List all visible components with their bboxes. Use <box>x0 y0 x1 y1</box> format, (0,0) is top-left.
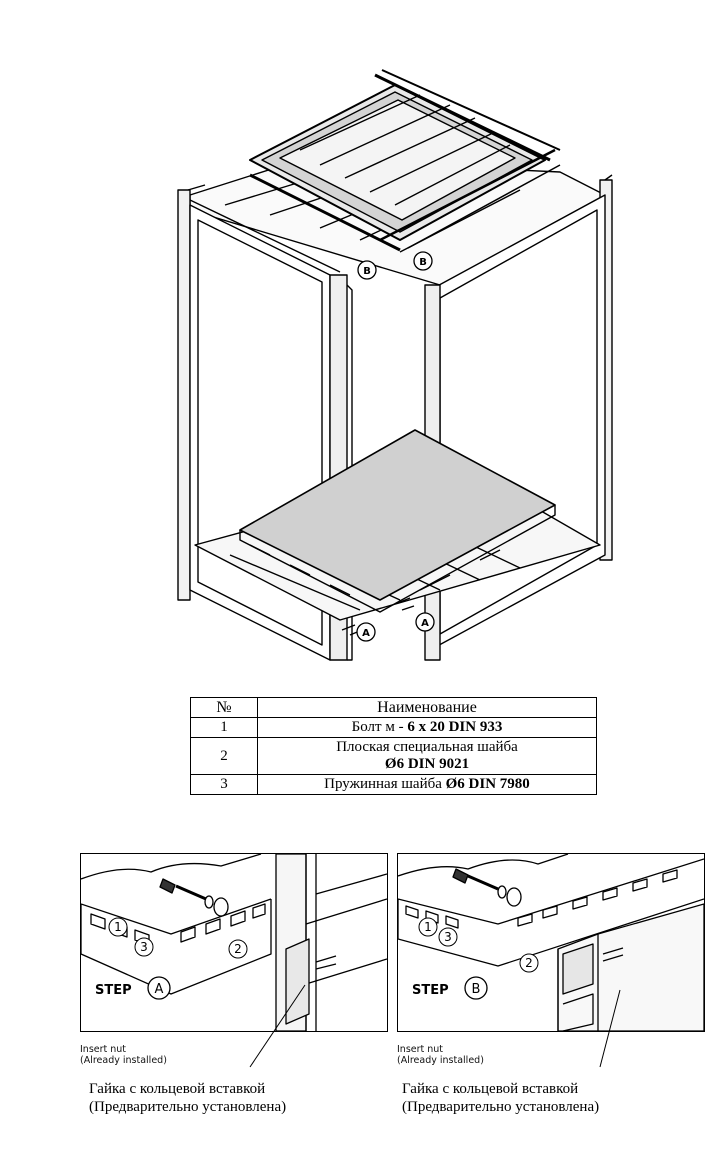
part-label-2: 2 <box>234 942 242 956</box>
row-name-spec: Ø6 DIN 7980 <box>445 776 530 792</box>
step-b-detail-panel: 1 3 2 STEP B <box>397 853 705 1032</box>
callout-a-left: A <box>356 622 376 642</box>
callout-a-right: A <box>415 612 435 632</box>
insert-nut-ru-a: Гайка с кольцевой вставкой <box>89 1081 266 1097</box>
row-name-text: Пружинная шайба <box>324 776 446 792</box>
insert-nut-caption-b: Insert nut (Already installed) <box>397 1044 484 1066</box>
row-name-spec: Ø6 DIN 9021 <box>384 756 470 772</box>
insert-nut-ru-caption-b: Гайка с кольцевой вставкой (Предваритель… <box>402 1080 599 1116</box>
row-number: 2 <box>190 737 258 775</box>
part-label-1: 1 <box>424 920 432 934</box>
part-label-1: 1 <box>114 920 122 934</box>
preinstalled-ru-a: (Предварительно установлена) <box>89 1099 287 1115</box>
callout-a-right-label: A <box>421 618 429 629</box>
callout-b-left: B <box>357 260 377 280</box>
step-b-letter: B <box>472 982 481 997</box>
insert-nut-ru-b: Гайка с кольцевой вставкой <box>402 1081 579 1097</box>
callout-b-left-label: B <box>363 266 371 277</box>
row-name-text: Плоская специальная шайба <box>336 739 518 755</box>
already-installed-en-b: (Already installed) <box>397 1055 484 1066</box>
insert-nut-caption-a: Insert nut (Already installed) <box>80 1044 167 1066</box>
row-name: Пружинная шайба Ø6 DIN 7980 <box>257 774 597 795</box>
cabinet-assembly-drawing: B B A A <box>177 69 613 661</box>
part-label-3: 3 <box>444 930 452 944</box>
insert-nut-ru-caption-a: Гайка с кольцевой вставкой (Предваритель… <box>89 1080 286 1116</box>
callout-b-right-label: B <box>419 257 427 268</box>
already-installed-en-a: (Already installed) <box>80 1055 167 1066</box>
row-name-spec: 6 x 20 DIN 933 <box>407 719 503 735</box>
table-row: 3 Пружинная шайба Ø6 DIN 7980 <box>190 774 597 795</box>
row-name-text: Болт м - <box>351 719 408 735</box>
callout-b-right: B <box>413 251 433 271</box>
parts-table: № Наименование 1 Болт м - 6 x 20 DIN 933… <box>190 697 597 795</box>
preinstalled-ru-b: (Предварительно установлена) <box>402 1099 600 1115</box>
part-label-2: 2 <box>525 956 533 970</box>
insert-nut-en-a: Insert nut <box>80 1044 127 1055</box>
callout-a-left-label: A <box>362 628 370 639</box>
step-a-label: STEP <box>95 983 132 998</box>
step-b-label: STEP <box>412 983 449 998</box>
step-a-detail-panel: 1 3 2 STEP A <box>80 853 388 1032</box>
step-a-letter: A <box>155 982 164 997</box>
part-label-3: 3 <box>140 940 148 954</box>
insert-nut-en-b: Insert nut <box>397 1044 444 1055</box>
